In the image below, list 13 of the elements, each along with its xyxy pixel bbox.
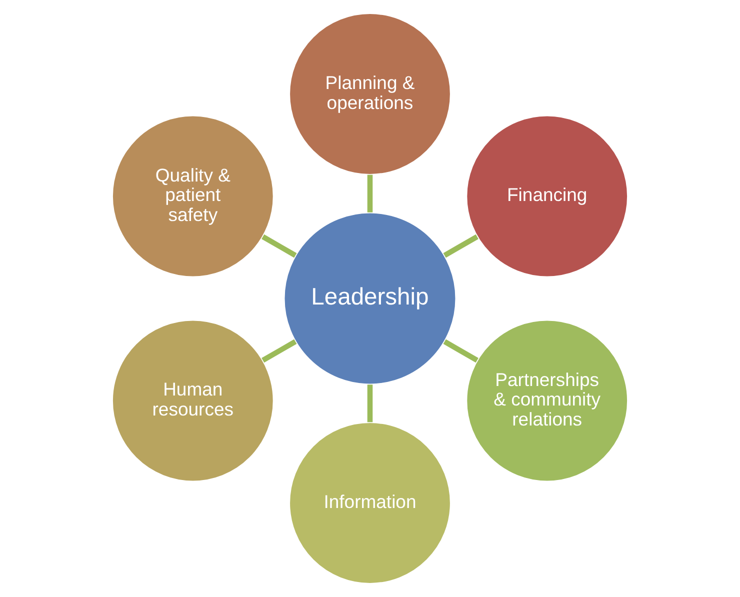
node-circle: Information xyxy=(288,422,452,584)
node-circle: Financing xyxy=(466,114,628,278)
connector xyxy=(443,339,478,363)
node-circle: Human resources xyxy=(112,319,274,482)
node-circle: Planning & operations xyxy=(288,12,452,176)
node-circle: Quality & patient safety xyxy=(112,114,274,278)
connector xyxy=(443,234,478,258)
connector xyxy=(262,234,297,258)
connector xyxy=(367,384,373,422)
node-circle: Leadership xyxy=(283,212,457,386)
node-circle: Partnerships & community relations xyxy=(466,319,628,482)
connector xyxy=(262,339,297,363)
connector xyxy=(367,174,373,212)
